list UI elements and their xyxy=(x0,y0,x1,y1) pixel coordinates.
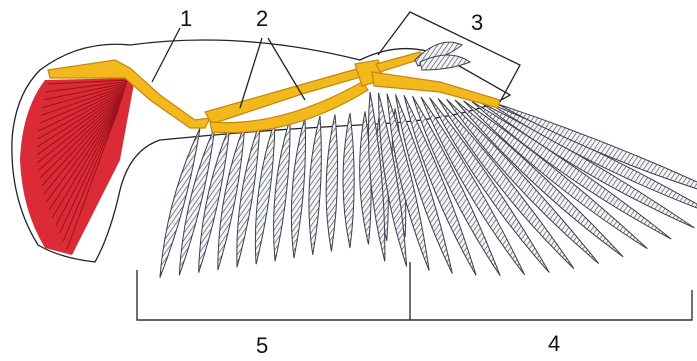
alula-feathers xyxy=(415,42,470,70)
label-2: 2 xyxy=(256,8,268,30)
primaries-bracket xyxy=(410,290,692,320)
feather xyxy=(326,115,338,252)
feather xyxy=(291,118,305,259)
label-1: 1 xyxy=(180,8,192,30)
feather xyxy=(274,119,290,261)
feather xyxy=(343,113,354,248)
feather xyxy=(472,102,671,239)
label-5: 5 xyxy=(256,335,268,357)
label-3: 3 xyxy=(471,12,483,34)
label-4: 4 xyxy=(548,333,560,355)
secondaries-bracket xyxy=(137,262,410,320)
feather xyxy=(309,116,321,255)
